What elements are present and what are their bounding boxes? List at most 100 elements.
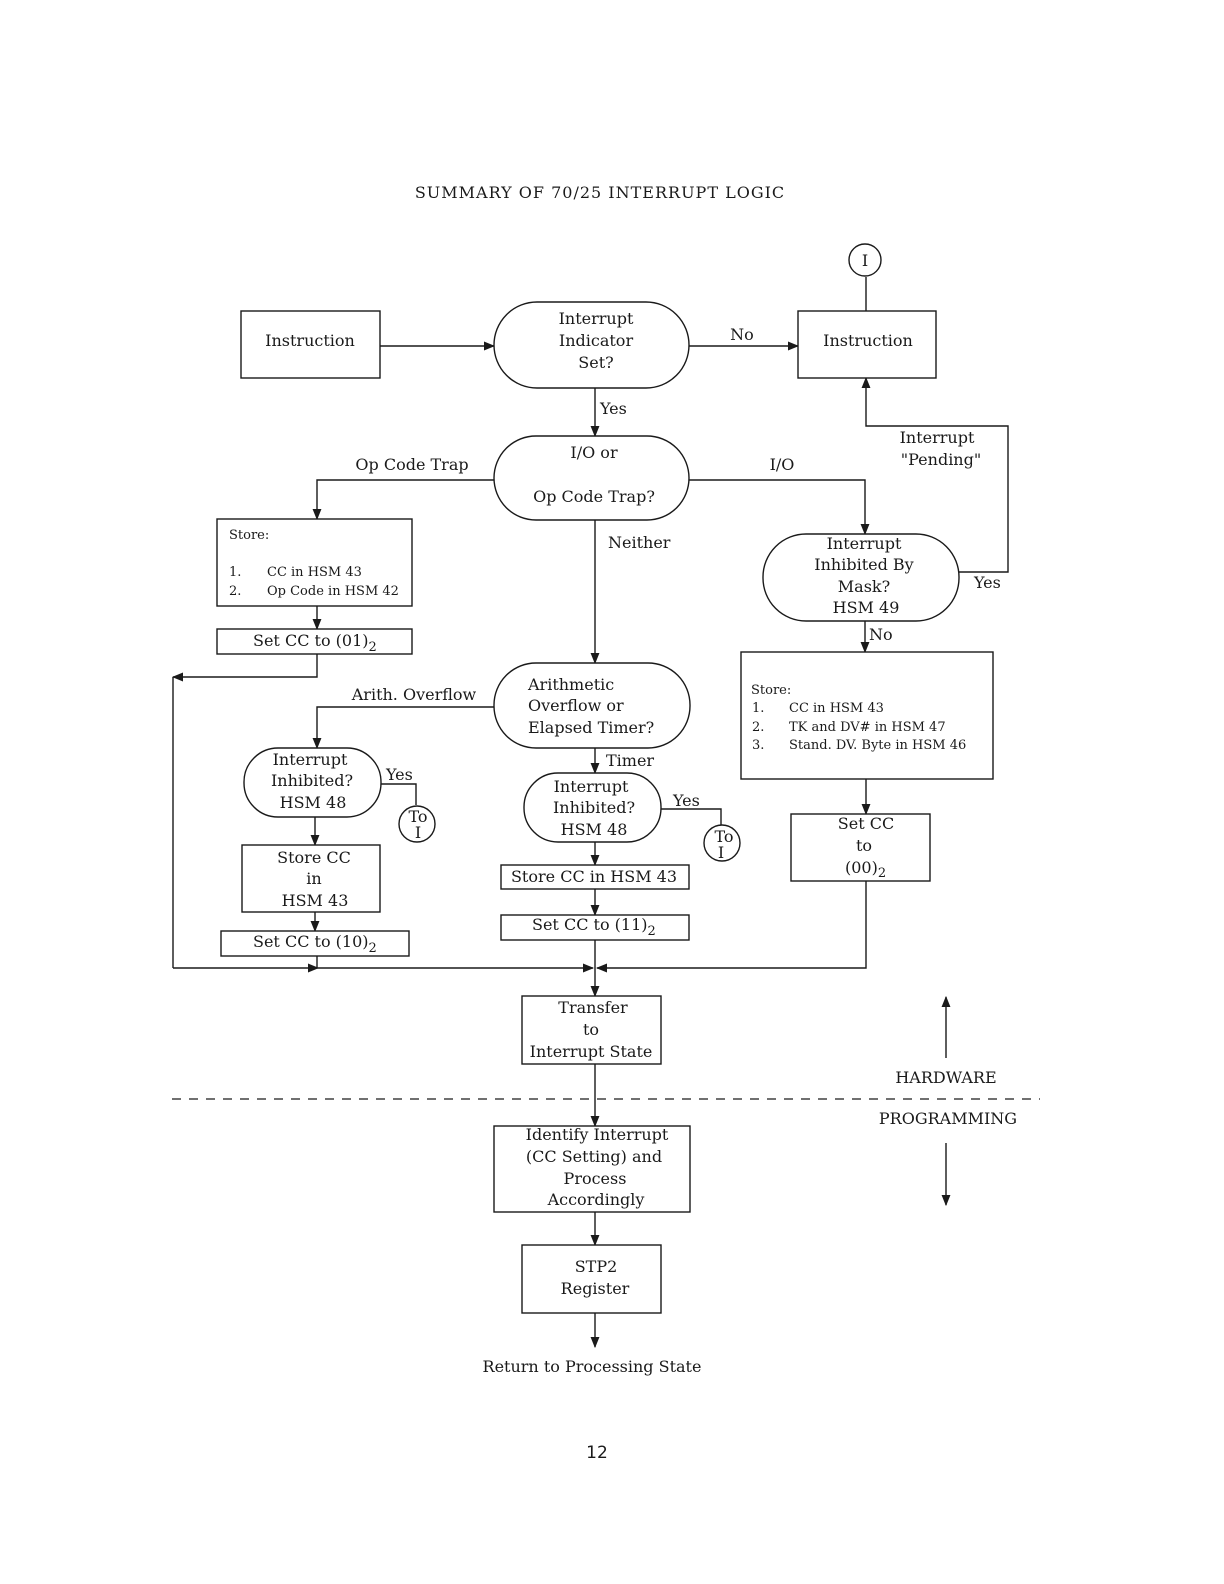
edge-label-no-top: No — [730, 325, 754, 344]
interrupt-indicator-line3: Set? — [578, 353, 613, 372]
store-opcode-box — [216, 518, 413, 607]
set-cc-00-text: (00) — [845, 858, 878, 877]
stp2-line2: Register — [561, 1279, 630, 1298]
edge-label-interrupt-pending-line1: Interrupt — [900, 428, 975, 447]
set-cc-00-line2: to — [856, 836, 872, 855]
interrupt-mask-line3: Mask? — [838, 577, 890, 596]
instruction-left-label: Instruction — [265, 331, 355, 350]
identify-line1: Identify Interrupt — [526, 1125, 669, 1144]
interrupt-inhibited-left-decision — [243, 747, 382, 818]
io-or-opcode-line1: I/O or — [570, 443, 618, 462]
io-or-opcode-decision — [493, 435, 690, 521]
interrupt-mask-line4: HSM 49 — [833, 598, 900, 617]
edge-label-op-code-trap: Op Code Trap — [355, 455, 468, 474]
store-io-item1-text: CC in HSM 43 — [789, 701, 884, 716]
store-cc-left-line2: in — [306, 869, 321, 888]
interrupt-indicator-decision — [493, 301, 690, 389]
store-opcode-item1-num: 1. — [229, 565, 241, 580]
interrupt-inhibited-mid-line1: Interrupt — [554, 777, 629, 796]
store-opcode-heading: Store: — [229, 528, 269, 543]
set-cc-10-box — [220, 930, 410, 957]
interrupt-inhibited-left-line3: HSM 48 — [280, 793, 347, 812]
transfer-line1: Transfer — [558, 998, 628, 1017]
diagram-title: SUMMARY OF 70/25 INTERRUPT LOGIC — [415, 183, 785, 202]
edge-label-interrupt-pending-line2: "Pending" — [901, 450, 981, 469]
arith-timer-line1: Arithmetic — [527, 675, 614, 694]
store-io-heading: Store: — [751, 683, 791, 698]
set-cc-00-box — [790, 813, 931, 882]
set-cc-10-text: Set CC to (10) — [253, 932, 369, 951]
edge-label-yes-mid: Yes — [672, 791, 700, 810]
store-cc-left-box — [241, 844, 381, 913]
interrupt-mask-line1: Interrupt — [827, 534, 902, 553]
set-cc-00-line1: Set CC — [838, 814, 894, 833]
store-io-item2-text: TK and DV# in HSM 47 — [789, 720, 946, 735]
transfer-box — [521, 995, 662, 1065]
to-i-left-line1: To — [408, 807, 427, 826]
store-io-item2-num: 2. — [752, 720, 764, 735]
interrupt-inhibited-mid-decision — [523, 772, 662, 843]
store-cc-mid-box — [500, 864, 690, 890]
set-cc-10-label: Set CC to (10)2 — [253, 932, 377, 956]
edge-label-no-mask: No — [869, 625, 893, 644]
stp2-box — [521, 1244, 662, 1314]
store-opcode-item2-text: Op Code in HSM 42 — [267, 584, 399, 599]
to-i-mid-line2: I — [718, 843, 724, 862]
edge-label-yes-left: Yes — [385, 765, 413, 784]
legend-hardware: HARDWARE — [895, 1068, 996, 1087]
to-i-mid-line1: To — [714, 827, 733, 846]
store-io-box — [740, 651, 994, 780]
edge-label-neither: Neither — [608, 533, 671, 552]
store-io-item3-num: 3. — [752, 738, 764, 753]
edge-label-arith-overflow: Arith. Overflow — [351, 685, 477, 704]
transfer-line2: to — [583, 1020, 599, 1039]
arith-timer-line2: Overflow or — [528, 696, 624, 715]
interrupt-indicator-line1: Interrupt — [559, 309, 634, 328]
store-opcode-item1-text: CC in HSM 43 — [267, 565, 362, 580]
to-i-left-circle — [398, 805, 436, 843]
instruction-left-box — [240, 310, 381, 379]
set-cc-01-label: Set CC to (01)2 — [253, 631, 377, 655]
io-or-opcode-line2: Op Code Trap? — [533, 487, 655, 506]
interrupt-inhibited-mid-line2: Inhibited? — [553, 798, 635, 817]
set-cc-11-subscript: 2 — [648, 924, 656, 939]
connector-i-circle — [848, 243, 882, 277]
identify-line3: Process — [564, 1169, 627, 1188]
transfer-line3: Interrupt State — [530, 1042, 653, 1061]
set-cc-01-box — [216, 628, 413, 655]
identify-line2: (CC Setting) and — [526, 1147, 662, 1166]
legend-programming: PROGRAMMING — [879, 1109, 1017, 1128]
edge-label-yes-top: Yes — [599, 399, 627, 418]
identify-line4: Accordingly — [547, 1190, 645, 1209]
interrupt-inhibited-left-line2: Inhibited? — [271, 771, 353, 790]
set-cc-11-box — [500, 914, 690, 941]
set-cc-01-text: Set CC to (01) — [253, 631, 369, 650]
set-cc-11-text: Set CC to (11) — [532, 915, 648, 934]
interrupt-indicator-line2: Indicator — [559, 331, 634, 350]
edge-label-yes-mask: Yes — [973, 573, 1001, 592]
store-io-item3-text: Stand. DV. Byte in HSM 46 — [789, 738, 966, 753]
connector-lines — [171, 277, 1040, 1349]
stp2-line1: STP2 — [575, 1257, 618, 1276]
interrupt-inhibited-left-line1: Interrupt — [273, 750, 348, 769]
page-number: 12 — [586, 1443, 608, 1463]
arith-timer-line3: Elapsed Timer? — [528, 718, 654, 737]
set-cc-11-label: Set CC to (11)2 — [532, 915, 656, 939]
edge-label-io: I/O — [770, 455, 795, 474]
set-cc-00-line3: (00)2 — [845, 858, 886, 881]
set-cc-10-subscript: 2 — [369, 941, 377, 956]
interrupt-inhibited-mid-line3: HSM 48 — [561, 820, 628, 839]
instruction-right-label: Instruction — [823, 331, 913, 350]
arith-timer-decision — [493, 662, 691, 749]
store-cc-mid-label: Store CC in HSM 43 — [511, 867, 677, 886]
connector-i-label: I — [862, 251, 868, 270]
store-opcode-item2-num: 2. — [229, 584, 241, 599]
to-i-mid-circle — [703, 824, 741, 862]
identify-box — [493, 1125, 691, 1213]
interrupt-mask-decision — [762, 533, 960, 622]
store-cc-left-line1: Store CC — [277, 848, 351, 867]
to-i-left-line2: I — [415, 823, 421, 842]
store-io-item1-num: 1. — [752, 701, 764, 716]
